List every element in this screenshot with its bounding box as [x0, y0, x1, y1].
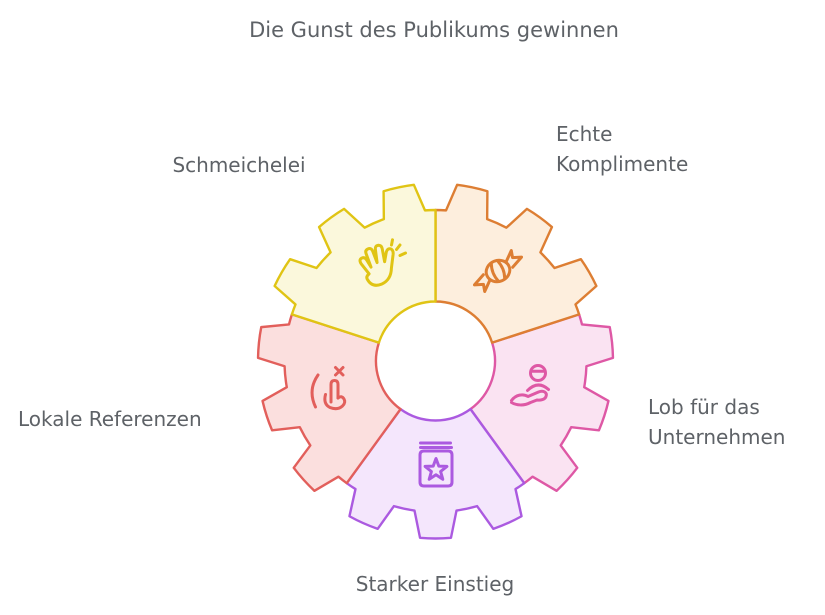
gear-segment-schmeichelei [273, 183, 437, 344]
page-title: Die Gunst des Publikums gewinnen [249, 18, 619, 42]
candy-icon [472, 249, 524, 293]
pointing-hand-icon [310, 366, 347, 411]
person-in-hand-icon [510, 364, 550, 407]
gear-segment-lob-fuer-das-unternehmen [469, 313, 615, 493]
segment-label-lob-fuer-das-unternehmen: Lob für das Unternehmen [648, 395, 786, 449]
segment-label-schmeichelei: Schmeichelei [172, 153, 306, 177]
clapping-hands-icon [358, 238, 407, 287]
gear-segment-lokale-referenzen [256, 313, 402, 493]
segment-label-lokale-referenzen: Lokale Referenzen [18, 407, 202, 431]
book-star-icon [418, 441, 454, 488]
segment-label-starker-einstieg: Starker Einstieg [355, 572, 515, 596]
segment-label-echte-komplimente: Echte Komplimente [556, 122, 689, 176]
